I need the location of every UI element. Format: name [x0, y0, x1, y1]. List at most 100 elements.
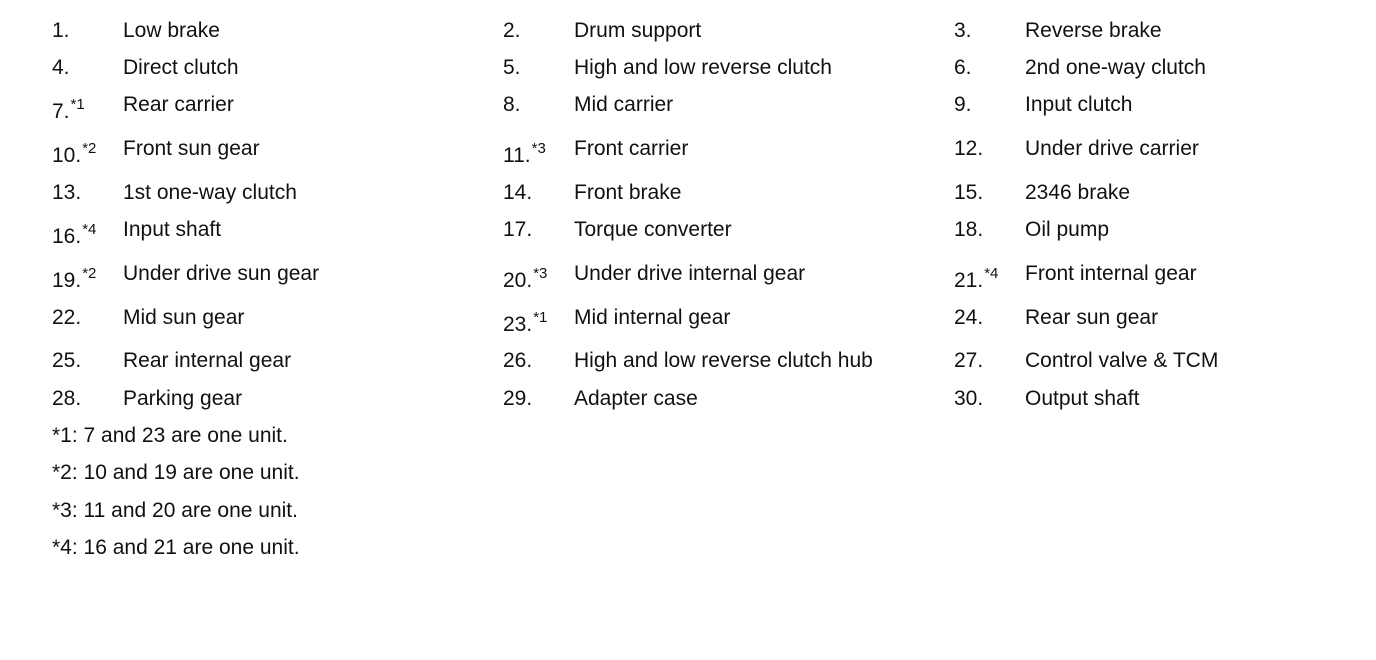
item-number-text: 4.: [52, 56, 70, 79]
footnote-marker: *4: [82, 221, 97, 238]
footnote: *4: 16 and 21 are one unit.: [52, 536, 300, 559]
item-name: Under drive carrier: [1025, 137, 1199, 160]
item-name: Reverse brake: [1025, 19, 1162, 42]
legend-row: 16.*4 Input shaft 17. Torque converter 18. Oi…: [0, 215, 1376, 248]
footnote: *1: 7 and 23 are one unit.: [52, 424, 288, 447]
item-name: Torque converter: [574, 218, 732, 241]
item-number: 30.: [954, 384, 983, 414]
item-number-text: 21.: [954, 269, 984, 292]
item-number-text: 3.: [954, 19, 972, 42]
item-name: 1st one-way clutch: [123, 181, 297, 204]
item-number-text: 18.: [954, 218, 984, 241]
item-number-text: 1.: [52, 19, 70, 42]
item-number: 2.: [503, 16, 521, 46]
item-number: 7.*1: [52, 96, 85, 129]
footnote-marker: *3: [533, 265, 548, 282]
item-number-text: 30.: [954, 387, 984, 410]
item-number: 26.: [503, 346, 532, 376]
item-number: 18.: [954, 215, 983, 245]
item-name: Mid internal gear: [574, 306, 731, 329]
item-number: 3.: [954, 16, 972, 46]
item-number: 5.: [503, 53, 521, 83]
item-number-text: 13.: [52, 181, 82, 204]
item-name: Direct clutch: [123, 56, 239, 79]
item-number-text: 11.: [503, 144, 531, 167]
item-number-text: 2.: [503, 19, 521, 42]
item-number-text: 27.: [954, 349, 984, 372]
item-number-text: 23.: [503, 313, 533, 336]
item-number-text: 17.: [503, 218, 533, 241]
item-name: 2nd one-way clutch: [1025, 56, 1206, 79]
item-number-text: 6.: [954, 56, 972, 79]
item-number: 27.: [954, 346, 983, 376]
item-number-text: 5.: [503, 56, 521, 79]
item-name: 2346 brake: [1025, 181, 1131, 204]
item-name: Parking gear: [123, 387, 243, 410]
item-name: Mid carrier: [574, 93, 674, 116]
item-number-text: 22.: [52, 306, 82, 329]
legend-row: 7.*1 Rear carrier 8. Mid carrier 9. Input clu…: [0, 90, 1376, 123]
item-number: 10.*2: [52, 140, 97, 173]
item-name: Front sun gear: [123, 137, 260, 160]
item-name: High and low reverse clutch: [574, 56, 832, 79]
item-name: Front carrier: [574, 137, 689, 160]
item-number: 9.: [954, 90, 972, 120]
item-number: 29.: [503, 384, 532, 414]
item-number-text: 26.: [503, 349, 533, 372]
item-number: 1.: [52, 16, 70, 46]
item-number: 24.: [954, 303, 983, 333]
footnote-marker: *3: [531, 140, 546, 157]
item-number-text: 28.: [52, 387, 82, 410]
item-number: 8.: [503, 90, 521, 120]
item-name: Mid sun gear: [123, 306, 245, 329]
footnote-marker: *1: [533, 309, 548, 326]
item-number: 15.: [954, 178, 983, 208]
item-name: Front internal gear: [1025, 262, 1197, 285]
item-name: Adapter case: [574, 387, 698, 410]
footnote-marker: *2: [82, 265, 97, 282]
item-name: Input shaft: [123, 218, 222, 241]
item-name: Oil pump: [1025, 218, 1110, 241]
item-number-text: 7.: [52, 100, 70, 123]
legend-row: 1. Low brake 2. Drum support 3. Reverse brake: [0, 16, 1376, 46]
item-number-text: 16.: [52, 225, 82, 248]
item-number: 16.*4: [52, 221, 97, 254]
item-number-text: 20.: [503, 269, 533, 292]
legend-row: 22. Mid sun gear 23.*1 Mid internal gear 24.…: [0, 303, 1376, 336]
item-number: 21.*4: [954, 265, 998, 298]
item-name: Rear carrier: [123, 93, 234, 116]
item-name: Rear sun gear: [1025, 306, 1159, 329]
item-name: Rear internal gear: [123, 349, 292, 372]
legend-row: 13. 1st one-way clutch 14. Front brake 15. 23…: [0, 178, 1376, 208]
item-number: 28.: [52, 384, 81, 414]
item-name: Low brake: [123, 19, 220, 42]
item-number: 19.*2: [52, 265, 97, 298]
item-name: Input clutch: [1025, 93, 1133, 116]
item-number: 6.: [954, 53, 972, 83]
footnote: *2: 10 and 19 are one unit.: [52, 461, 300, 484]
item-number: 20.*3: [503, 265, 548, 298]
footnote: *3: 11 and 20 are one unit.: [52, 499, 298, 522]
item-name: High and low reverse clutch hub: [574, 349, 873, 372]
item-name: Under drive sun gear: [123, 262, 320, 285]
item-number-text: 14.: [503, 181, 533, 204]
item-number-text: 12.: [954, 137, 984, 160]
legend-row: 10.*2 Front sun gear 11.*3 Front carrier 12.…: [0, 134, 1376, 167]
footnote-marker: *2: [82, 140, 97, 157]
item-number: 12.: [954, 134, 983, 164]
item-number-text: 24.: [954, 306, 984, 329]
legend-row: 4. Direct clutch 5. High and low reverse cl…: [0, 53, 1376, 83]
footnote-marker: *1: [70, 96, 85, 113]
item-number-text: 10.: [52, 144, 82, 167]
item-number: 13.: [52, 178, 81, 208]
item-number-text: 29.: [503, 387, 533, 410]
item-number: 25.: [52, 346, 81, 376]
item-name: Drum support: [574, 19, 702, 42]
item-number-text: 15.: [954, 181, 984, 204]
item-number-text: 19.: [52, 269, 82, 292]
item-name: Control valve & TCM: [1025, 349, 1219, 372]
item-name: Front brake: [574, 181, 682, 204]
item-number-text: 9.: [954, 93, 972, 116]
